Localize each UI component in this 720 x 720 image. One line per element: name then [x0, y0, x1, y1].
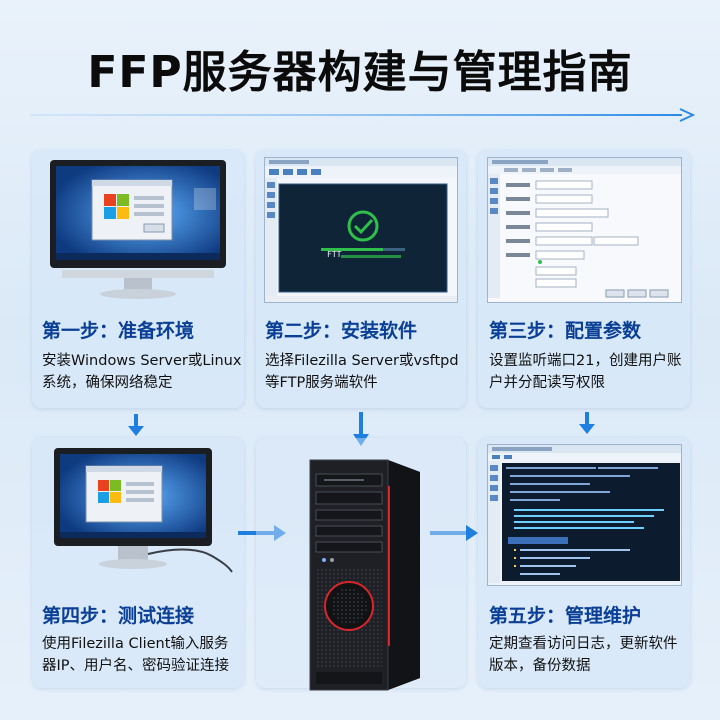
step-title-4: 第四步：测试连接: [42, 605, 195, 627]
step-desc-4: 使用Filezilla Client输入服务器IP、用户名、密码验证连接: [42, 636, 230, 674]
step-desc-3: 设置监听端口21，创建用户账户并分配读写权限: [489, 353, 682, 391]
arrow-down-icon: [128, 414, 144, 436]
monitor-icon: [50, 160, 226, 299]
install-window: FTT: [264, 157, 458, 303]
log-window: [487, 444, 682, 586]
step-desc-2: 选择Filezilla Server或vsftpd等FTP服务端软件: [265, 353, 459, 391]
page-title: FFP服务器构建与管理指南: [87, 47, 633, 98]
arrow-down-icon: [579, 412, 595, 434]
arrow-right-icon: [430, 525, 478, 541]
arrow-down-icon: [353, 412, 369, 446]
install-label: FTT: [327, 250, 342, 259]
step-title-2: 第二步：安装软件: [265, 320, 418, 342]
step-title-3: 第三步：配置参数: [489, 320, 642, 342]
top-arrow-icon: [30, 108, 695, 122]
step-desc-5: 定期查看访问日志，更新软件版本，备份数据: [489, 636, 678, 674]
step-title-1: 第一步：准备环境: [42, 320, 195, 342]
config-window: [487, 157, 682, 303]
server-tower-icon: [309, 459, 420, 691]
step-title-5: 第五步：管理维护: [489, 605, 642, 627]
arrow-right-icon: [238, 525, 286, 541]
monitor-icon: [54, 448, 233, 573]
step-desc-1: 安装Windows Server或Linux系统，确保网络稳定: [42, 353, 242, 391]
